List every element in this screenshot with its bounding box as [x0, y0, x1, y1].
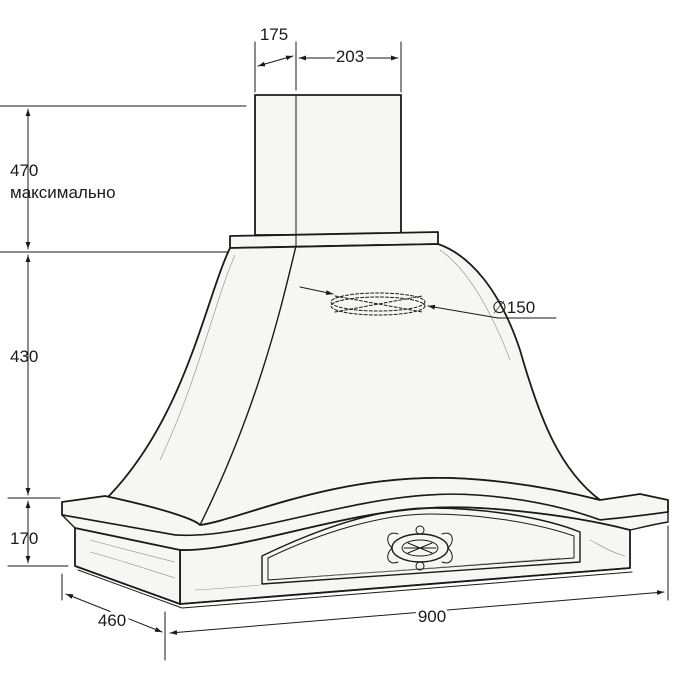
dim-outlet-leader	[299, 286, 557, 319]
dim-width	[169, 525, 669, 635]
dim-depth-label: 460	[98, 611, 126, 630]
dim-duct-height-note: максимально	[10, 183, 116, 202]
dim-duct-height-label: 470	[10, 161, 38, 180]
dim-hood-height-label: 430	[10, 347, 38, 366]
dim-depth	[61, 573, 166, 661]
ornament-medallion	[387, 525, 453, 571]
dim-duct-top	[254, 41, 402, 93]
dim-duct-depth-label: 175	[260, 25, 288, 44]
dim-duct-width-label: 203	[336, 47, 364, 66]
dim-outlet-diameter-label: ∅150	[492, 298, 535, 317]
chimney-duct	[254, 94, 402, 236]
dim-left-vertical	[0, 105, 247, 567]
hood-body	[104, 243, 601, 526]
dim-width-label: 900	[418, 607, 446, 626]
outlet-opening	[330, 292, 426, 316]
dim-base-height-label: 170	[10, 529, 38, 548]
